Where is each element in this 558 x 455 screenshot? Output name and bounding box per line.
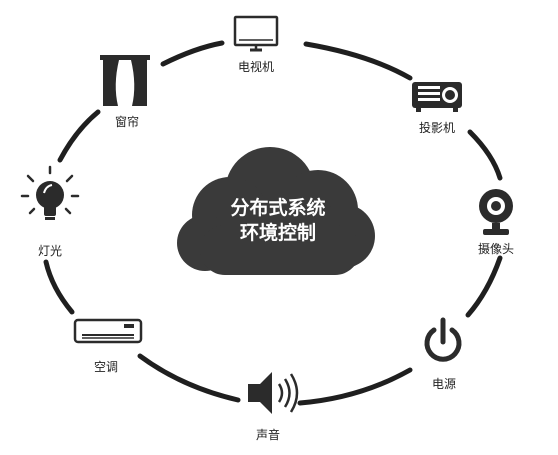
- cloud-shape: [177, 147, 375, 275]
- device-label-camera: 摄像头: [477, 242, 515, 256]
- device-label-power: 电源: [431, 377, 457, 391]
- ring-segment-light-curtain: [57, 109, 101, 163]
- device-label-tv: 电视机: [237, 60, 275, 74]
- center-title-line2: 环境控制: [239, 222, 317, 244]
- webcam-icon: [479, 189, 513, 235]
- ring: [43, 40, 503, 406]
- ring-segment-speaker-ac: [137, 353, 241, 403]
- projector-icon: [412, 82, 462, 112]
- device-label-curtain: 窗帘: [114, 115, 140, 129]
- device-label-speaker: 声音: [255, 428, 281, 442]
- ring-segment-curtain-tv: [160, 40, 225, 67]
- device-label-projector: 投影机: [418, 121, 456, 135]
- lightbulb-icon: [20, 165, 80, 220]
- ring-segment-power-speaker: [297, 367, 413, 406]
- curtain-icon: [100, 55, 150, 106]
- device-label-light: 灯光: [37, 244, 63, 258]
- speaker-icon: [248, 372, 299, 414]
- air-conditioner-icon: [73, 318, 143, 344]
- center-title-line1: 分布式系统: [230, 197, 326, 219]
- device-label-ac: 空调: [93, 360, 119, 374]
- ring-segment-ac-light: [43, 259, 75, 315]
- ring-segment-projector-camera: [467, 129, 503, 181]
- ring-segment-tv-projector: [303, 41, 413, 81]
- ring-segment-camera-power: [465, 255, 503, 318]
- power-icon: [424, 317, 462, 362]
- center-title: 分布式系统 环境控制: [230, 196, 325, 246]
- tv-icon: [233, 15, 279, 52]
